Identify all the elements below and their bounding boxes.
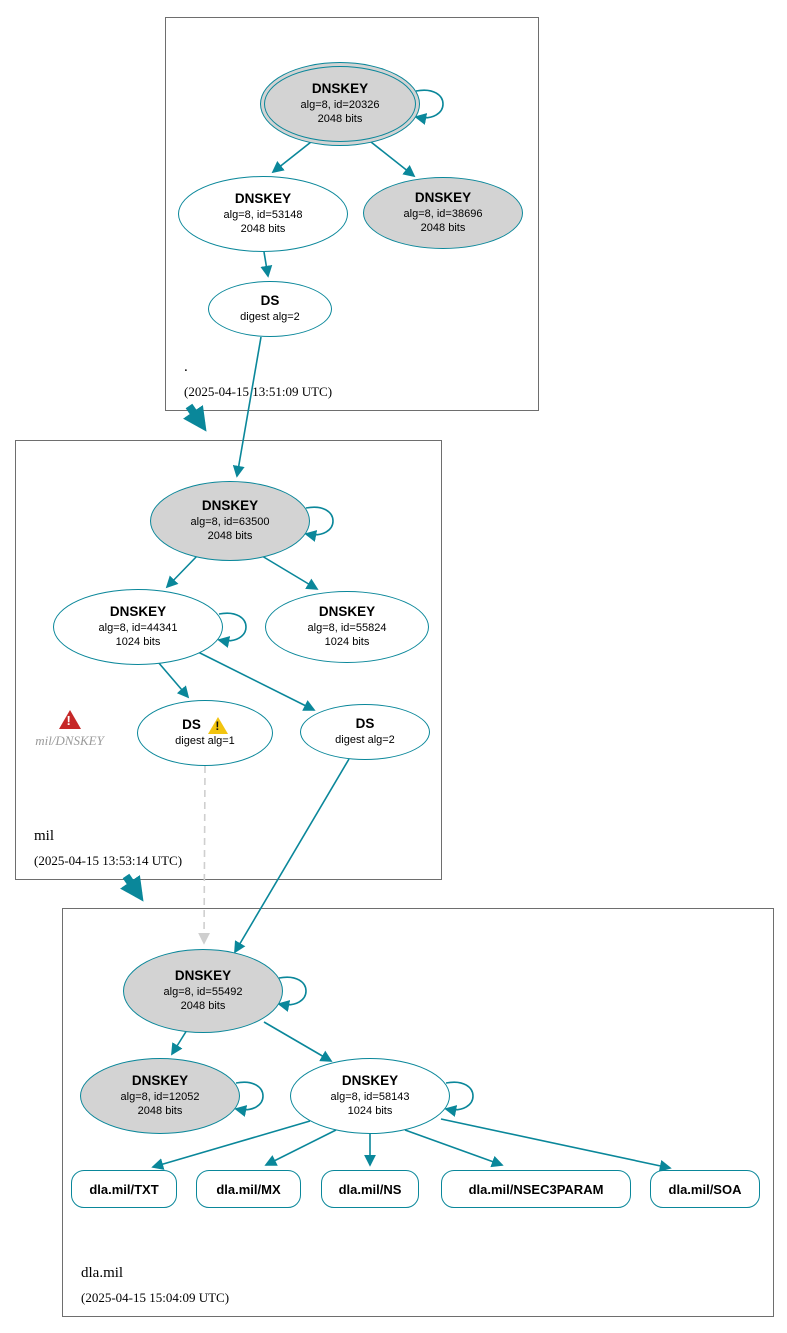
dnskey-58143-node[interactable]: DNSKEY alg=8, id=58143 1024 bits — [290, 1058, 450, 1134]
zone-box-dla-mil: dla.mil (2025-04-15 15:04:09 UTC) — [62, 908, 774, 1317]
rrset-dla-mil-soa[interactable]: dla.mil/SOA — [650, 1170, 760, 1208]
node-alg-id: alg=8, id=44341 — [98, 622, 178, 635]
node-alg-id: alg=8, id=20326 — [300, 99, 380, 112]
rrset-dla-mil-txt[interactable]: dla.mil/TXT — [71, 1170, 177, 1208]
node-title: DS — [355, 716, 375, 732]
rrset-label: dla.mil/NS — [338, 1181, 402, 1197]
node-bits: 2048 bits — [137, 1105, 183, 1118]
zone-name: mil — [34, 828, 55, 844]
dnskey-44341-node[interactable]: DNSKEY alg=8, id=44341 1024 bits — [53, 589, 223, 665]
dnskey-12052-node[interactable]: DNSKEY alg=8, id=12052 2048 bits — [80, 1058, 240, 1134]
node-digest: digest alg=2 — [240, 311, 300, 324]
node-alg-id: alg=8, id=12052 — [120, 1091, 200, 1104]
rrset-label: dla.mil/SOA — [668, 1181, 742, 1197]
node-bits: 2048 bits — [180, 1000, 226, 1013]
zone-name: . — [184, 359, 188, 375]
warning-icon — [207, 717, 228, 735]
error-label: mil/DNSKEY — [35, 733, 104, 748]
zone-name: dla.mil — [81, 1265, 124, 1281]
node-digest: digest alg=1 — [175, 735, 235, 748]
rrset-label: dla.mil/MX — [216, 1181, 281, 1197]
ds-mil-alg1-node[interactable]: DS digest alg=1 — [137, 700, 273, 766]
node-bits: 2048 bits — [240, 223, 286, 236]
node-title: DNSKEY — [414, 190, 472, 206]
zone-label-root: . (2025-04-15 13:51:09 UTC) — [184, 359, 332, 400]
node-bits: 1024 bits — [115, 636, 161, 649]
ds-root-node[interactable]: DS digest alg=2 — [208, 281, 332, 337]
dnskey-20326-node[interactable]: DNSKEY alg=8, id=20326 2048 bits — [260, 62, 420, 146]
zone-timestamp: (2025-04-15 13:51:09 UTC) — [184, 384, 333, 399]
zone-label-mil: mil (2025-04-15 13:53:14 UTC) — [34, 828, 182, 869]
node-alg-id: alg=8, id=58143 — [330, 1091, 410, 1104]
mil-dnskey-error[interactable]: mil/DNSKEY — [22, 710, 117, 749]
node-digest: digest alg=2 — [335, 734, 395, 747]
node-title: DS — [182, 717, 201, 733]
rrset-label: dla.mil/TXT — [89, 1181, 159, 1197]
node-title: DNSKEY — [341, 1073, 399, 1089]
dnskey-63500-node[interactable]: DNSKEY alg=8, id=63500 2048 bits — [150, 481, 310, 561]
dnskey-55492-node[interactable]: DNSKEY alg=8, id=55492 2048 bits — [123, 949, 283, 1033]
node-title: DNSKEY — [131, 1073, 189, 1089]
error-icon — [58, 710, 81, 729]
rrset-dla-mil-mx[interactable]: dla.mil/MX — [196, 1170, 301, 1208]
zone-timestamp: (2025-04-15 13:53:14 UTC) — [34, 853, 183, 868]
zone-timestamp: (2025-04-15 15:04:09 UTC) — [81, 1290, 230, 1305]
node-title: DNSKEY — [201, 498, 259, 514]
node-alg-id: alg=8, id=53148 — [223, 209, 303, 222]
node-alg-id: alg=8, id=38696 — [403, 208, 483, 221]
zone-box-mil: mil (2025-04-15 13:53:14 UTC) — [15, 440, 442, 880]
node-title: DNSKEY — [234, 191, 292, 207]
node-title: DS — [260, 293, 280, 309]
node-title: DNSKEY — [174, 968, 232, 984]
node-bits: 1024 bits — [324, 636, 370, 649]
dnskey-53148-node[interactable]: DNSKEY alg=8, id=53148 2048 bits — [178, 176, 348, 252]
node-alg-id: alg=8, id=55824 — [307, 622, 387, 635]
ds-mil-alg2-node[interactable]: DS digest alg=2 — [300, 704, 430, 760]
node-bits: 2048 bits — [420, 222, 466, 235]
node-bits: 2048 bits — [317, 113, 363, 126]
zone-label-dla-mil: dla.mil (2025-04-15 15:04:09 UTC) — [81, 1265, 229, 1306]
node-bits: 2048 bits — [207, 530, 253, 543]
dnskey-55824-node[interactable]: DNSKEY alg=8, id=55824 1024 bits — [265, 591, 429, 663]
node-alg-id: alg=8, id=63500 — [190, 516, 270, 529]
rrset-dla-mil-ns[interactable]: dla.mil/NS — [321, 1170, 419, 1208]
node-title: DNSKEY — [109, 604, 167, 620]
node-alg-id: alg=8, id=55492 — [163, 986, 243, 999]
rrset-dla-mil-nsec3param[interactable]: dla.mil/NSEC3PARAM — [441, 1170, 631, 1208]
rrset-label: dla.mil/NSEC3PARAM — [468, 1181, 604, 1197]
node-title: DNSKEY — [311, 81, 369, 97]
dnskey-38696-node[interactable]: DNSKEY alg=8, id=38696 2048 bits — [363, 177, 523, 249]
node-bits: 1024 bits — [347, 1105, 393, 1118]
node-title: DNSKEY — [318, 604, 376, 620]
